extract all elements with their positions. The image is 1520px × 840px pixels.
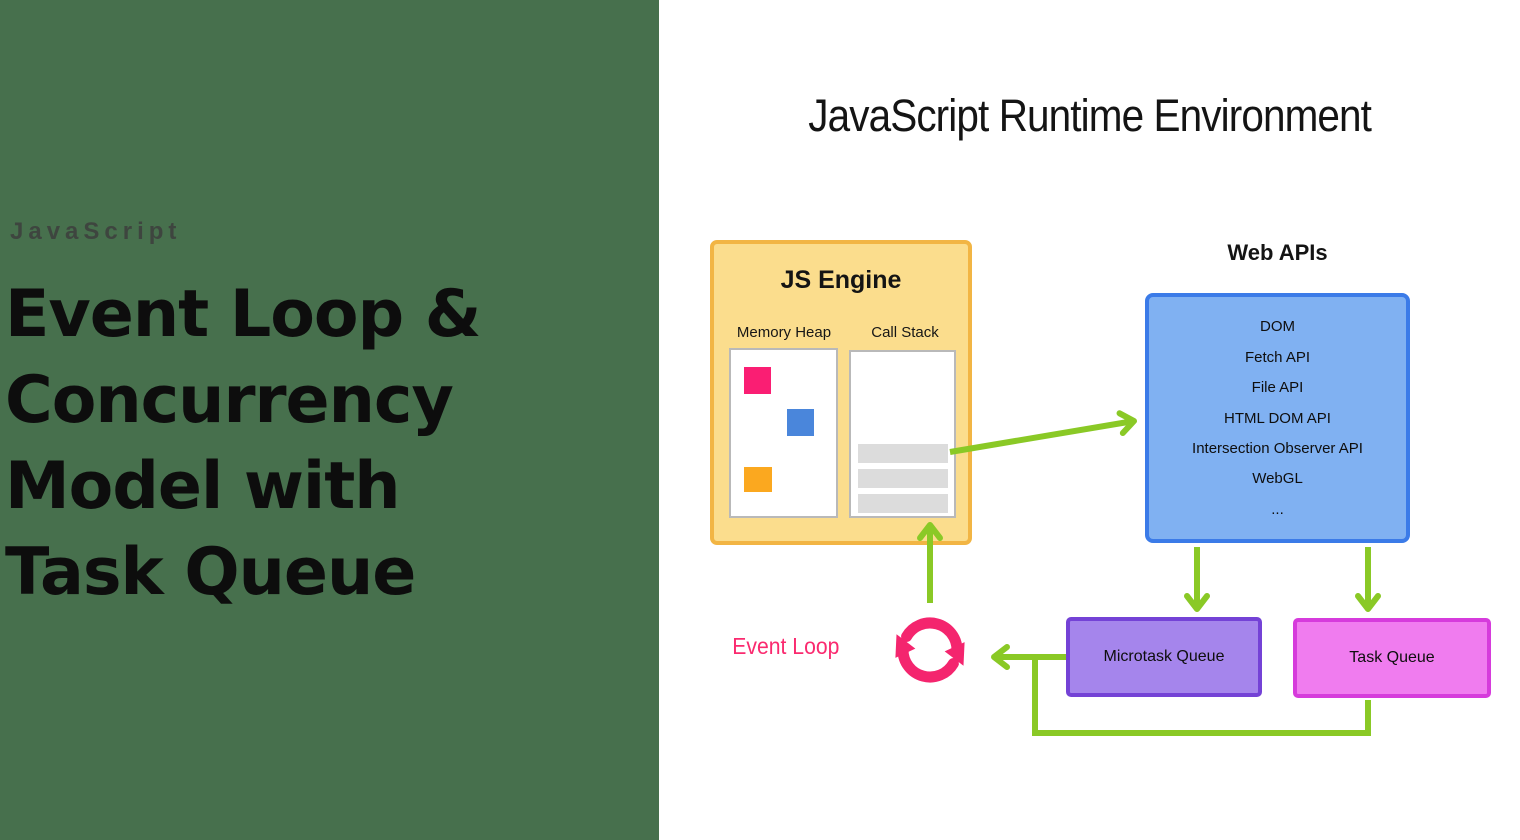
page-title: Event Loop & Concurrency Model with Task… bbox=[5, 272, 655, 616]
memory-heap-box bbox=[729, 348, 838, 518]
microtask-queue-label: Microtask Queue bbox=[1103, 648, 1225, 665]
title-line-2: Concurrency bbox=[5, 363, 454, 438]
title-line-1: Event Loop & bbox=[5, 277, 481, 352]
title-panel: JavaScript Event Loop & Concurrency Mode… bbox=[0, 0, 659, 840]
api-item-webgl: WebGL bbox=[1252, 470, 1303, 488]
api-item-intersection: Intersection Observer API bbox=[1192, 439, 1363, 457]
stack-frame bbox=[858, 469, 948, 488]
topic-label: JavaScript bbox=[10, 218, 182, 245]
web-apis-label: Web APIs bbox=[1227, 240, 1328, 265]
heap-block-pink bbox=[744, 367, 771, 394]
task-queue-box: Task Queue bbox=[1293, 618, 1491, 698]
heap-block-orange bbox=[744, 467, 772, 492]
js-engine-label: JS Engine bbox=[780, 266, 902, 294]
api-item-fetch: Fetch API bbox=[1244, 348, 1311, 366]
diagram-panel: JavaScript Runtime Environment JS Engine… bbox=[659, 0, 1520, 840]
api-item-ellipsis: ... bbox=[1271, 500, 1284, 518]
memory-heap-label: Memory Heap bbox=[736, 324, 832, 341]
api-item-dom: DOM bbox=[1260, 318, 1295, 336]
stack-frame bbox=[858, 444, 948, 463]
call-stack-box bbox=[849, 350, 956, 518]
api-item-file: File API bbox=[1251, 379, 1304, 397]
js-engine-box: JS Engine Memory Heap Call Stack bbox=[710, 240, 972, 545]
microtask-queue-box: Microtask Queue bbox=[1066, 617, 1262, 697]
web-apis-box: DOM Fetch API File API HTML DOM API Inte… bbox=[1145, 293, 1410, 543]
title-line-4: Task Queue bbox=[5, 535, 416, 610]
diagram-title: JavaScript Runtime Environment bbox=[808, 90, 1372, 141]
call-stack-label: Call Stack bbox=[871, 324, 939, 341]
stack-frame bbox=[858, 494, 948, 513]
event-loop-label: Event Loop bbox=[731, 633, 839, 659]
task-queue-label: Task Queue bbox=[1349, 649, 1435, 666]
title-line-3: Model with bbox=[5, 449, 401, 524]
heap-block-blue bbox=[787, 409, 814, 436]
api-item-html-dom: HTML DOM API bbox=[1224, 409, 1331, 427]
